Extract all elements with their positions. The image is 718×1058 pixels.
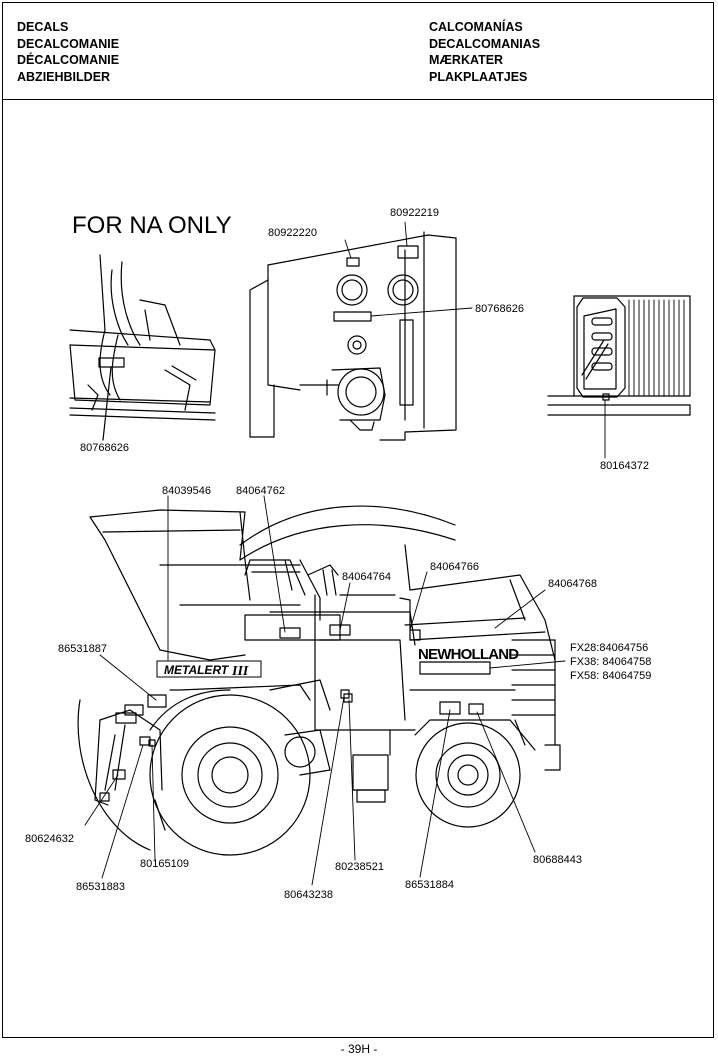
harvester-main-view [77,505,561,856]
detail-right-view [547,295,691,416]
callout-84064764: 84064764 [342,571,391,583]
metalert-badge [156,660,262,678]
header-title-es: CALCOMANÍAS [429,20,523,34]
header-title-pt: DECALCOMANIAS [429,36,541,51]
callout-fx28: FX28:84064756 [570,642,648,654]
header-title-da: MÆRKATER [429,53,504,67]
callout-84039546: 84039546 [162,485,211,497]
detail-middle-view [249,231,457,441]
page-number: - 39H - [340,1042,378,1056]
callout-80643238: 80643238 [284,889,333,901]
header-title-nl: PLAKPLAATJES [429,69,528,84]
callout-86531883: 86531883 [76,881,125,893]
header-title-de: ABZIEHBILDER [17,69,111,84]
detail-right-grille [628,299,685,397]
callout-84064768: 84064768 [548,578,597,590]
na-only-heading: FOR NA ONLY [72,212,232,239]
callout-86531884: 86531884 [405,879,454,891]
callout-80768626-left: 80768626 [80,442,129,454]
metalert-logo: METALERT [164,663,230,677]
callout-leader-lines [84,221,606,886]
callout-84064762: 84064762 [236,485,285,497]
detail-left-view [69,254,216,441]
callout-80922219: 80922219 [390,207,439,219]
callout-80768626-middle: 80768626 [475,303,524,315]
header-title-fr: DÉCALCOMANIE [17,53,120,67]
page-header: DECALS DECALCOMANIE DÉCALCOMANIE ABZIEHB… [2,2,714,100]
header-right-titles: CALCOMANÍAS DECALCOMANIAS MÆRKATER PLAKP… [429,19,540,85]
callout-fx58: FX58: 84064759 [570,670,651,682]
callout-fx38: FX38: 84064758 [570,656,651,668]
header-title-en: DECALS [17,20,69,34]
header-title-it: DECALCOMANIE [17,36,120,51]
header-left-titles: DECALS DECALCOMANIE DÉCALCOMANIE ABZIEHB… [17,19,119,85]
callout-80688443: 80688443 [533,854,582,866]
callout-80164372: 80164372 [600,460,649,472]
metalert-numeral: III [231,664,249,679]
newholland-logo: NEWHOLLAND [418,646,519,663]
callout-86531887: 86531887 [58,643,107,655]
page-frame [2,2,714,1038]
callout-80238521: 80238521 [335,861,384,873]
callout-80165109: 80165109 [140,858,189,870]
callout-80922220: 80922220 [268,227,317,239]
callout-84064766: 84064766 [430,561,479,573]
callout-80624632: 80624632 [25,833,74,845]
